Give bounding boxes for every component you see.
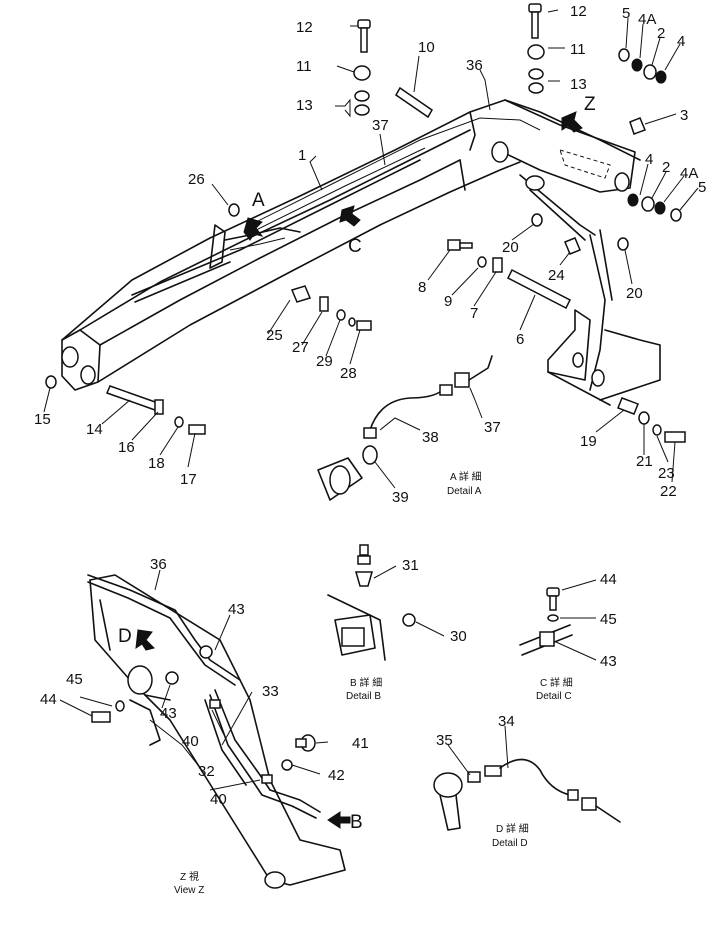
- callout-18: 18: [148, 455, 165, 472]
- callout-22: 22: [660, 483, 677, 500]
- callout-4A: 4A: [638, 11, 656, 28]
- callout-44: 44: [40, 691, 57, 708]
- detail-d-drawing: [433, 758, 621, 831]
- callout-4b: 4: [645, 151, 653, 168]
- detail-c-drawing: [519, 587, 573, 656]
- callout-40: 40: [182, 733, 199, 750]
- callout-36: 36: [466, 57, 483, 74]
- callout-33: 33: [262, 683, 279, 700]
- view-letter-d: D: [118, 626, 132, 647]
- detail-captions: A 詳 細 Detail A B 詳 細 Detail B C 詳 細 Deta…: [174, 470, 573, 896]
- callout-13: 13: [296, 97, 313, 114]
- callout-40b: 40: [210, 791, 227, 808]
- view-letter-b: B: [350, 812, 363, 833]
- callout-11b: 11: [570, 41, 586, 58]
- callout-20: 20: [502, 239, 519, 256]
- callout-19: 19: [580, 433, 597, 450]
- callout-38: 38: [422, 429, 439, 446]
- caption-detail-a: Detail A: [447, 486, 482, 497]
- callout-43c: 43: [600, 653, 617, 670]
- view-z-drawing: [87, 574, 346, 889]
- arrow-c-icon: [339, 205, 361, 227]
- callout-29: 29: [316, 353, 333, 370]
- callout-37: 37: [372, 117, 389, 134]
- caption-detail-c: Detail C: [536, 691, 572, 702]
- callout-21: 21: [636, 453, 653, 470]
- callout-14: 14: [86, 421, 103, 438]
- callout-45b: 45: [600, 611, 617, 628]
- callout-39: 39: [392, 489, 409, 506]
- callout-20b: 20: [626, 285, 643, 302]
- boom-assembly: [61, 99, 661, 406]
- callout-44b: 44: [600, 571, 617, 588]
- caption-detail-a-jp: A 詳 細: [450, 470, 482, 483]
- boom-foot-boss: [61, 346, 79, 368]
- callout-26: 26: [188, 171, 205, 188]
- callout-5b: 5: [698, 179, 706, 196]
- callout-12b: 12: [570, 3, 587, 20]
- callout-24: 24: [548, 267, 565, 284]
- callout-43b: 43: [160, 705, 177, 722]
- view-arrows: [135, 111, 583, 829]
- detail-a-drawing: [317, 355, 493, 501]
- callout-4: 4: [677, 33, 685, 50]
- callout-16: 16: [118, 439, 135, 456]
- callout-43: 43: [228, 601, 245, 618]
- arrow-d-icon: [135, 629, 155, 651]
- callout-6: 6: [516, 331, 524, 348]
- hardware-main: [45, 3, 686, 443]
- callout-11: 11: [296, 58, 312, 75]
- arrow-b-icon: [327, 811, 351, 829]
- callout-45: 45: [66, 671, 83, 688]
- callout-2b: 2: [662, 159, 670, 176]
- callout-2: 2: [657, 25, 665, 42]
- callout-1: 1: [298, 147, 306, 164]
- callout-8: 8: [418, 279, 426, 296]
- callout-31: 31: [402, 557, 419, 574]
- callout-32: 32: [198, 763, 215, 780]
- callout-23: 23: [658, 465, 675, 482]
- caption-detail-c-jp: C 詳 細: [540, 676, 573, 689]
- callout-27: 27: [292, 339, 309, 356]
- callout-42: 42: [328, 767, 345, 784]
- callout-35: 35: [436, 732, 453, 749]
- callout-4Ab: 4A: [680, 165, 698, 182]
- callout-30: 30: [450, 628, 467, 645]
- callout-13b: 13: [570, 76, 587, 93]
- view-letters: A C Z D B: [118, 94, 596, 833]
- leader-lines: [43, 9, 699, 791]
- callout-37b: 37: [484, 419, 501, 436]
- caption-view-z: View Z: [174, 885, 204, 896]
- callout-41: 41: [352, 735, 369, 752]
- callout-5: 5: [622, 5, 630, 22]
- callout-28: 28: [340, 365, 357, 382]
- detail-b-drawing: [327, 544, 416, 661]
- caption-view-z-jp: Z 視: [180, 870, 199, 883]
- view-letter-c: C: [348, 236, 362, 257]
- view-letter-a: A: [252, 190, 265, 211]
- arrow-z-icon: [561, 111, 583, 133]
- callout-3: 3: [680, 107, 688, 124]
- callout-25: 25: [266, 327, 283, 344]
- callout-10: 10: [418, 39, 435, 56]
- view-letter-z: Z: [584, 94, 596, 115]
- callout-34: 34: [498, 713, 515, 730]
- callout-36b: 36: [150, 556, 167, 573]
- caption-detail-d-jp: D 詳 細: [496, 822, 529, 835]
- callout-labels: 12 11 13 10 36 37 1 26 12 11 13 5 4A 2 4…: [34, 3, 706, 808]
- callout-7: 7: [470, 305, 478, 322]
- callout-17: 17: [180, 471, 197, 488]
- arrow-a-icon: [243, 217, 264, 241]
- caption-detail-b: Detail B: [346, 691, 381, 702]
- caption-detail-d: Detail D: [492, 838, 528, 849]
- caption-detail-b-jp: B 詳 細: [350, 676, 382, 689]
- callout-15: 15: [34, 411, 51, 428]
- callout-12: 12: [296, 19, 313, 36]
- callout-9: 9: [444, 293, 452, 310]
